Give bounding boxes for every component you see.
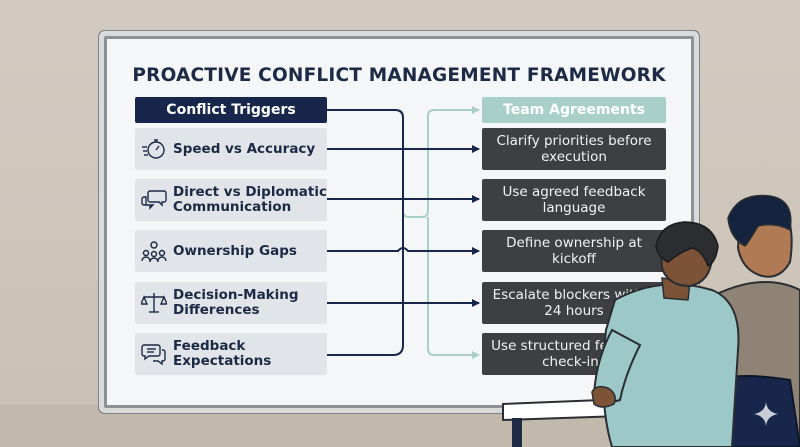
trigger-decision-making: Decision-Making Differences xyxy=(135,282,327,324)
back-person-hair xyxy=(727,194,792,247)
navy-connector xyxy=(327,247,480,255)
chat-icon xyxy=(135,333,173,375)
whiteboard: PROACTIVE CONFLICT MANAGEMENT FRAMEWORK … xyxy=(104,36,694,408)
trigger-speed-vs-accuracy: Speed vs Accuracy xyxy=(135,128,327,170)
agreement-clarify-priorities: Clarify priorities before execution xyxy=(482,128,666,170)
scales-icon xyxy=(135,282,173,324)
team-icon xyxy=(135,230,173,272)
agreement-feedback-language: Use agreed feedback language xyxy=(482,179,666,221)
agreement-define-ownership: Define ownership at kickoff xyxy=(482,230,666,272)
speech-bubbles-icon xyxy=(135,179,173,221)
team-agreements-header: Team Agreements xyxy=(482,97,666,123)
trigger-label: Speed vs Accuracy xyxy=(173,140,316,157)
desk-leg xyxy=(512,418,522,447)
conflict-triggers-header: Conflict Triggers xyxy=(135,97,327,123)
trigger-ownership-gaps: Ownership Gaps xyxy=(135,230,327,272)
teal-connector xyxy=(427,217,480,359)
trigger-label: Direct vs Diplomatic Communication xyxy=(173,184,327,215)
sparkle-icon xyxy=(754,402,778,426)
trigger-feedback-expectations: Feedback Expectations xyxy=(135,333,327,375)
connector-lines xyxy=(327,106,480,359)
stopwatch-icon xyxy=(135,128,173,170)
trigger-label: Ownership Gaps xyxy=(173,242,297,259)
navy-connector xyxy=(327,109,404,356)
trigger-label: Decision-Making Differences xyxy=(173,287,299,318)
front-person-hair xyxy=(655,221,719,268)
front-person-hand xyxy=(591,385,616,408)
trigger-direct-vs-diplomatic: Direct vs Diplomatic Communication xyxy=(135,179,327,221)
agreement-escalate-blockers: Escalate blockers within 24 hours xyxy=(482,282,666,324)
page-title: PROACTIVE CONFLICT MANAGEMENT FRAMEWORK xyxy=(132,65,666,86)
trigger-label: Feedback Expectations xyxy=(173,338,272,369)
